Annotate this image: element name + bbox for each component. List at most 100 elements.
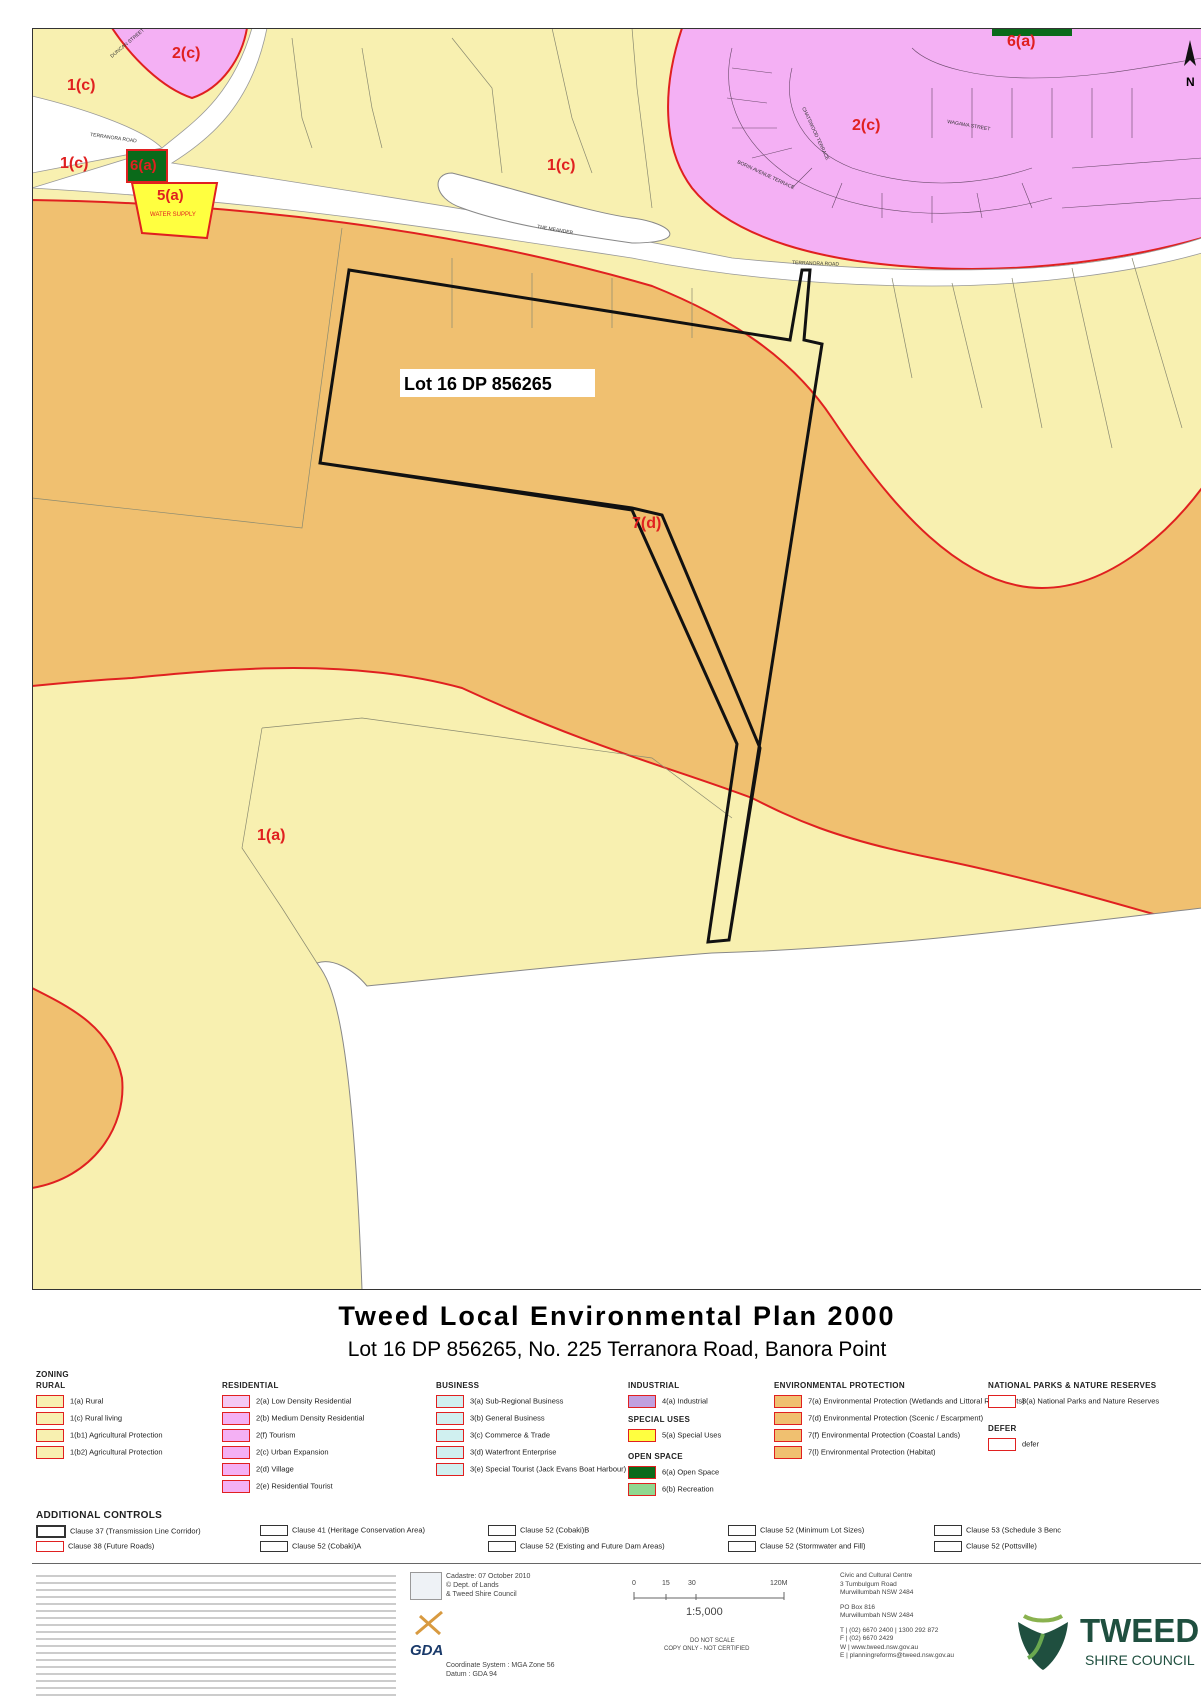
legend-swatch bbox=[628, 1395, 656, 1408]
north-arrow: N bbox=[1184, 40, 1196, 89]
legend-special-head: SPECIAL USES bbox=[628, 1415, 691, 1424]
additional-control-label: Clause 52 (Minimum Lot Sizes) bbox=[760, 1525, 865, 1535]
cadastral-lines bbox=[32, 28, 1183, 964]
legend-item-label: 2(e) Residential Tourist bbox=[256, 1481, 333, 1491]
legend-item-label: 3(b) General Business bbox=[470, 1413, 545, 1423]
residential-lot-lines bbox=[726, 47, 1201, 223]
do-not-scale: DO NOT SCALE bbox=[690, 1638, 735, 1644]
legend-swatch bbox=[222, 1412, 250, 1425]
legend-open-head: OPEN SPACE bbox=[628, 1452, 683, 1461]
additional-control-swatch bbox=[36, 1525, 66, 1538]
cadastre-date: Cadastre: 07 October 2010 bbox=[446, 1573, 531, 1580]
additional-control-swatch bbox=[36, 1541, 64, 1552]
legend-additional-controls: ADDITIONAL CONTROLS Clause 37 (Transmiss… bbox=[36, 1511, 1200, 1561]
legend-swatch bbox=[222, 1463, 250, 1476]
cadastre-dept: © Dept. of Lands bbox=[446, 1582, 499, 1589]
additional-control-swatch bbox=[260, 1541, 288, 1552]
additional-control-0: Clause 37 (Transmission Line Corridor) bbox=[36, 1525, 201, 1538]
legend-item-open_space-1: 6(b) Recreation bbox=[628, 1483, 768, 1500]
legend-swatch bbox=[436, 1463, 464, 1476]
legend-swatch bbox=[222, 1480, 250, 1493]
zone-label-1a: 1(a) bbox=[257, 827, 285, 844]
additional-control-swatch bbox=[728, 1525, 756, 1536]
zone-label-6a-left: 6(a) bbox=[130, 157, 157, 174]
additional-control-label: Clause 38 (Future Roads) bbox=[68, 1541, 155, 1551]
zone-5a-water-supply bbox=[130, 182, 219, 240]
legend-item-label: 7(d) Environmental Protection (Scenic / … bbox=[808, 1413, 984, 1423]
legend-industrial-head: INDUSTRIAL bbox=[628, 1381, 680, 1390]
legend-item-business-0: 3(a) Sub-Regional Business bbox=[436, 1395, 621, 1412]
gda-icon bbox=[415, 1610, 443, 1636]
legend-item-environmental-2: 7(f) Environmental Protection (Coastal L… bbox=[774, 1429, 979, 1446]
legend-item-label: defer bbox=[1022, 1439, 1040, 1449]
legend-item-rural-1: 1(c) Rural living bbox=[36, 1412, 206, 1429]
legend-national-parks: NATIONAL PARKS & NATURE RESERVES 8(a) Na… bbox=[988, 1381, 1200, 1412]
legend-swatch bbox=[36, 1395, 64, 1408]
fax: F | (02) 6670 2429 bbox=[840, 1635, 894, 1642]
legend-swatch bbox=[36, 1446, 64, 1459]
additional-control-swatch bbox=[488, 1541, 516, 1552]
additional-control-label: Clause 41 (Heritage Conservation Area) bbox=[292, 1525, 425, 1535]
zoning-map[interactable]: 2(c) 1(c) 1(c) 6(a) 5(a) 1(c) 2(c) 6(a) … bbox=[32, 28, 1201, 1290]
legend-zoning-label: ZONING bbox=[36, 1370, 69, 1379]
coordinate-info: Coordinate System : MGA Zone 56 Datum : … bbox=[446, 1661, 555, 1679]
zone-2c-residential-right bbox=[667, 28, 1201, 270]
additional-control-label: Clause 52 (Existing and Future Dam Areas… bbox=[520, 1541, 665, 1551]
water-supply-label: WATER SUPPLY bbox=[150, 212, 196, 218]
cadastre-info: Cadastre: 07 October 2010 © Dept. of Lan… bbox=[446, 1572, 530, 1599]
email: E | planningreforms@tweed.nsw.gov.au bbox=[840, 1652, 955, 1659]
legend-item-label: 7(a) Environmental Protection (Wetlands … bbox=[808, 1396, 1025, 1406]
legend-item-label: 5(a) Special Uses bbox=[662, 1430, 722, 1440]
legend-environmental: ENVIRONMENTAL PROTECTION 7(a) Environmen… bbox=[774, 1381, 1025, 1463]
legend-item-business-1: 3(b) General Business bbox=[436, 1412, 621, 1429]
additional-control-label: Clause 52 (Cobaki)B bbox=[520, 1525, 590, 1535]
legend-swatch bbox=[774, 1446, 802, 1459]
additional-control-2: Clause 41 (Heritage Conservation Area) bbox=[260, 1525, 425, 1536]
legend-swatch bbox=[774, 1395, 802, 1408]
legend-item-residential-3: 2(c) Urban Expansion bbox=[222, 1446, 422, 1463]
legend-item-label: 1(c) Rural living bbox=[70, 1413, 123, 1423]
po-line-2: Murwillumbah NSW 2484 bbox=[840, 1612, 914, 1619]
lot-16-boundary[interactable] bbox=[318, 268, 824, 944]
legend-swatch bbox=[436, 1429, 464, 1442]
road-label-terranora-2: TERRANORA ROAD bbox=[792, 260, 840, 268]
legend-item-environmental-1: 7(d) Environmental Protection (Scenic / … bbox=[774, 1412, 983, 1429]
additional-control-label: Clause 52 (Stormwater and Fill) bbox=[760, 1541, 866, 1551]
website: W | www.tweed.nsw.gov.au bbox=[840, 1643, 919, 1651]
legend-swatch bbox=[222, 1446, 250, 1459]
zone-label-1c-c: 1(c) bbox=[547, 157, 575, 174]
legend-item-label: 3(d) Waterfront Enterprise bbox=[470, 1447, 557, 1457]
legend-item-label: 7(l) Environmental Protection (Habitat) bbox=[808, 1447, 936, 1457]
additional-control-swatch bbox=[934, 1525, 962, 1536]
phone: T | (02) 6670 2400 | 1300 292 872 bbox=[840, 1626, 939, 1634]
zone-6a-open-space bbox=[126, 149, 168, 183]
legend-item-label: 1(b1) Agricultural Protection bbox=[70, 1430, 163, 1440]
legend-swatch bbox=[222, 1395, 250, 1408]
terranora-road bbox=[32, 28, 1201, 287]
copy-only: COPY ONLY - NOT CERTIFIED bbox=[664, 1646, 750, 1652]
legend-additional-head: ADDITIONAL CONTROLS bbox=[36, 1510, 163, 1521]
zone-label-5a: 5(a) bbox=[157, 187, 184, 204]
cadastre-box bbox=[410, 1572, 442, 1600]
civic-line-1: Civic and Cultural Centre bbox=[840, 1572, 913, 1579]
legend-item-environmental-3: 7(l) Environmental Protection (Habitat) bbox=[774, 1446, 979, 1463]
legend-swatch bbox=[628, 1466, 656, 1479]
scale-bar: 0 15 30 120M 1:5,000 DO NOT SCALE COPY O… bbox=[630, 1580, 810, 1652]
footer-divider bbox=[32, 1563, 1201, 1564]
tweed-logo-icon bbox=[1018, 1614, 1068, 1670]
legend-item-residential-4: 2(d) Village bbox=[222, 1463, 422, 1480]
legend-item-label: 2(b) Medium Density Residential bbox=[256, 1413, 365, 1423]
legend-item-national_parks-0: 8(a) National Parks and Nature Reserves bbox=[988, 1395, 1200, 1412]
scale-tick-120: 120M bbox=[770, 1580, 788, 1587]
additional-control-6: Clause 52 (Minimum Lot Sizes) bbox=[728, 1525, 864, 1536]
zone-label-7d: 7(d) bbox=[632, 515, 661, 532]
civic-line-2: 3 Tumbulgum Road bbox=[840, 1580, 897, 1588]
legend-item-defer-0: defer bbox=[988, 1438, 1200, 1455]
additional-control-swatch bbox=[488, 1525, 516, 1536]
legend-item-label: 2(f) Tourism bbox=[256, 1430, 296, 1440]
additional-control-8: Clause 53 (Schedule 3 Benc bbox=[934, 1525, 1061, 1536]
additional-control-label: Clause 52 (Cobaki)A bbox=[292, 1541, 362, 1551]
civic-line-3: Murwillumbah NSW 2484 bbox=[840, 1589, 914, 1596]
